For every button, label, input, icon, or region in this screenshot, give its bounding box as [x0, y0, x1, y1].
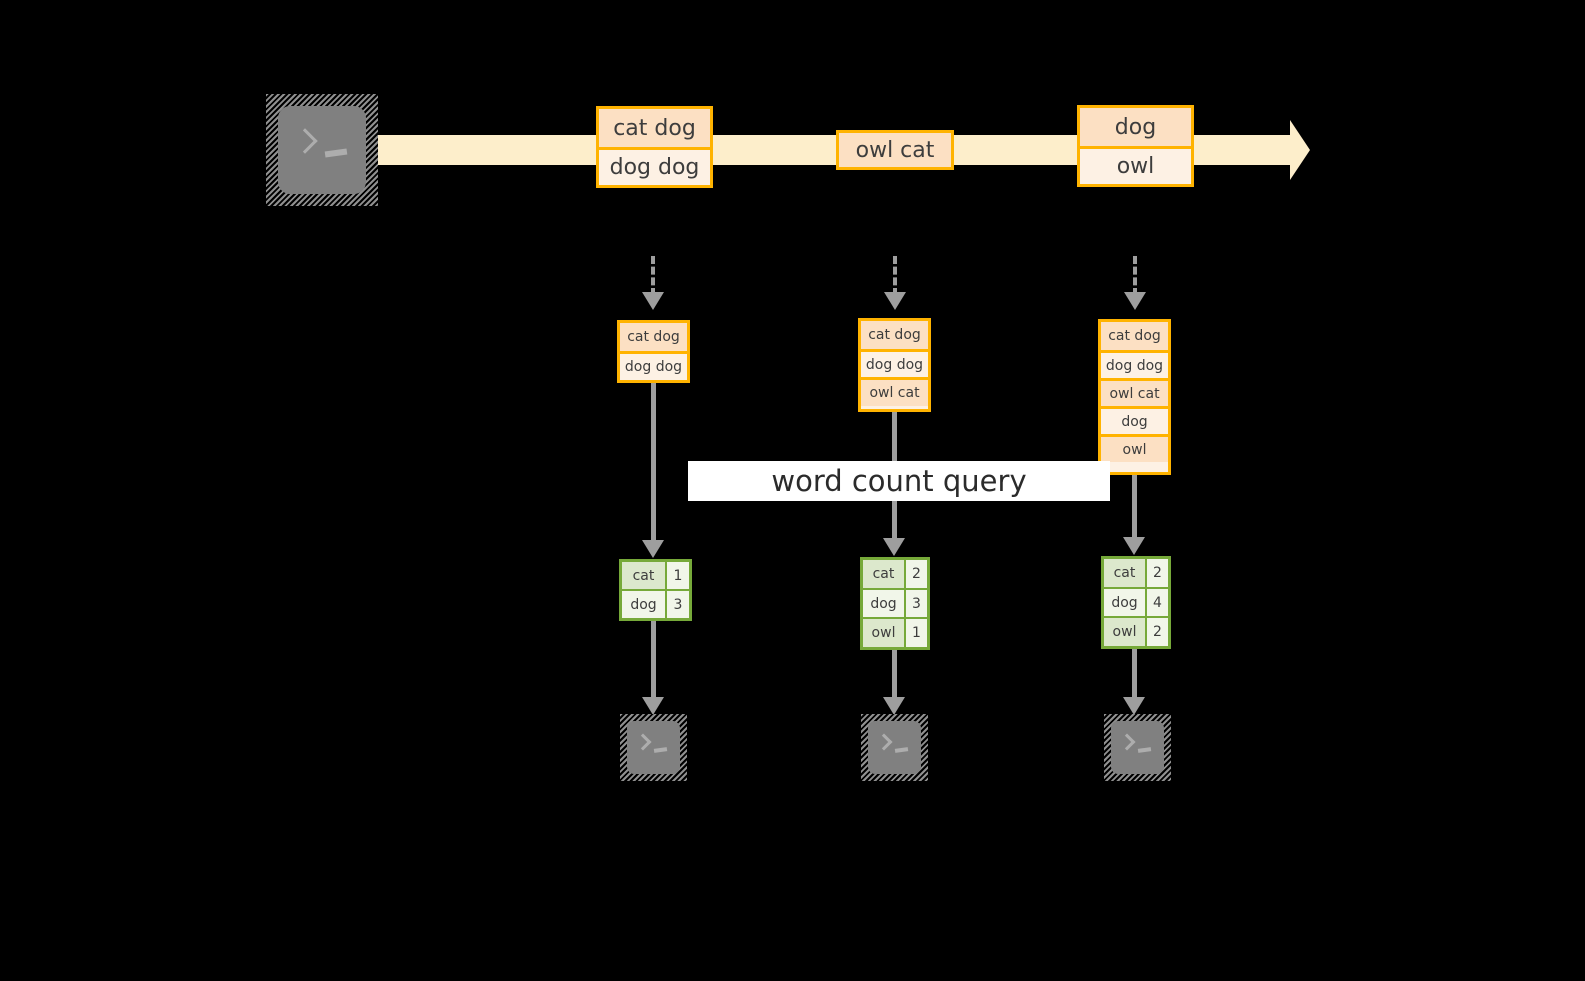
snapshot-3-dashed-line: [1133, 256, 1137, 296]
result-count: 3: [667, 591, 689, 618]
snapshot-2-sink-terminal-icon: [861, 714, 928, 781]
snapshot-1-sink-arrowhead: [642, 697, 664, 715]
snapshot-2-query-arrowhead: [883, 538, 905, 556]
prompt-cursor-icon: [654, 747, 668, 754]
table-row: owl 2: [1104, 616, 1168, 647]
stream-event-1: cat dog dog dog: [596, 106, 713, 188]
result-count: 1: [906, 619, 927, 648]
table-row: owl 1: [863, 617, 927, 648]
prompt-chevron-icon: [1118, 733, 1136, 751]
terminal-screen: [278, 106, 366, 194]
result-count: 2: [906, 560, 927, 588]
stream-event-line: owl: [1080, 146, 1191, 184]
snapshot-2-dashed-line: [893, 256, 897, 296]
result-count: 1: [667, 562, 689, 589]
snapshot-1-dashed-line: [651, 256, 655, 296]
prompt-chevron-icon: [292, 128, 319, 155]
snapshot-input-line: dog dog: [620, 351, 687, 380]
snapshot-2-sink-line: [892, 650, 897, 699]
result-word: dog: [1104, 588, 1147, 617]
table-row: cat 2: [1104, 559, 1168, 587]
stream-event-line: dog: [1080, 108, 1191, 146]
prompt-chevron-icon: [634, 733, 652, 751]
terminal-screen: [627, 721, 680, 774]
result-word: owl: [1104, 618, 1147, 647]
result-count: 2: [1147, 559, 1168, 587]
snapshot-1-input: cat dog dog dog: [617, 320, 690, 383]
snapshot-input-line: dog: [1101, 406, 1168, 434]
terminal-screen: [1111, 721, 1164, 774]
snapshot-3-sink-line: [1132, 649, 1137, 699]
stream-event-line: cat dog: [599, 109, 710, 147]
result-count: 4: [1147, 588, 1168, 617]
snapshot-3-query-line: [1132, 475, 1137, 541]
snapshot-1-query-arrowhead: [642, 540, 664, 558]
snapshot-input-line: dog dog: [1101, 350, 1168, 378]
snapshot-3-sink-terminal-icon: [1104, 714, 1171, 781]
snapshot-input-line: owl cat: [1101, 378, 1168, 406]
table-row: dog 3: [863, 587, 927, 618]
result-word: cat: [1104, 559, 1147, 587]
snapshot-2-sink-arrowhead: [883, 697, 905, 715]
stream-event-line: owl cat: [839, 133, 951, 167]
table-row: dog 3: [622, 589, 689, 618]
table-row: cat 1: [622, 562, 689, 589]
result-word: owl: [863, 619, 906, 648]
snapshot-3-result-table: cat 2 dog 4 owl 2: [1101, 556, 1171, 649]
snapshot-3-input: cat dog dog dog owl cat dog owl: [1098, 319, 1171, 475]
result-word: cat: [622, 562, 667, 589]
snapshot-3-sink-arrowhead: [1123, 697, 1145, 715]
snapshot-2-dashed-arrowhead: [884, 292, 906, 310]
stream-event-3: dog owl: [1077, 105, 1194, 187]
snapshot-input-line: owl: [1101, 434, 1168, 462]
snapshot-2-input: cat dog dog dog owl cat: [858, 318, 931, 412]
snapshot-1-sink-line: [651, 621, 656, 699]
result-word: cat: [863, 560, 906, 588]
snapshot-1-sink-terminal-icon: [620, 714, 687, 781]
table-row: dog 4: [1104, 586, 1168, 617]
table-row: cat 2: [863, 560, 927, 588]
stream-arrowhead: [1290, 120, 1310, 180]
snapshot-3-dashed-arrowhead: [1124, 292, 1146, 310]
result-count: 2: [1147, 618, 1168, 647]
source-terminal-icon: [266, 94, 378, 206]
prompt-cursor-icon: [325, 148, 348, 158]
snapshot-input-line: owl cat: [861, 377, 928, 406]
snapshot-input-line: cat dog: [1101, 322, 1168, 350]
prompt-cursor-icon: [895, 747, 909, 754]
snapshot-input-line: cat dog: [861, 321, 928, 349]
terminal-screen: [868, 721, 921, 774]
result-word: dog: [863, 589, 906, 618]
snapshot-input-line: dog dog: [861, 349, 928, 377]
result-word: dog: [622, 591, 667, 618]
prompt-chevron-icon: [875, 733, 893, 751]
prompt-cursor-icon: [1138, 747, 1152, 754]
query-label: word count query: [688, 461, 1110, 501]
snapshot-2-result-table: cat 2 dog 3 owl 1: [860, 557, 930, 650]
stream-event-2: owl cat: [836, 130, 954, 170]
snapshot-input-line: cat dog: [620, 323, 687, 351]
result-count: 3: [906, 589, 927, 618]
snapshot-1-dashed-arrowhead: [642, 292, 664, 310]
snapshot-1-result-table: cat 1 dog 3: [619, 559, 692, 621]
stream-event-line: dog dog: [599, 147, 710, 185]
snapshot-3-query-arrowhead: [1123, 537, 1145, 555]
snapshot-1-query-line: [651, 383, 656, 543]
